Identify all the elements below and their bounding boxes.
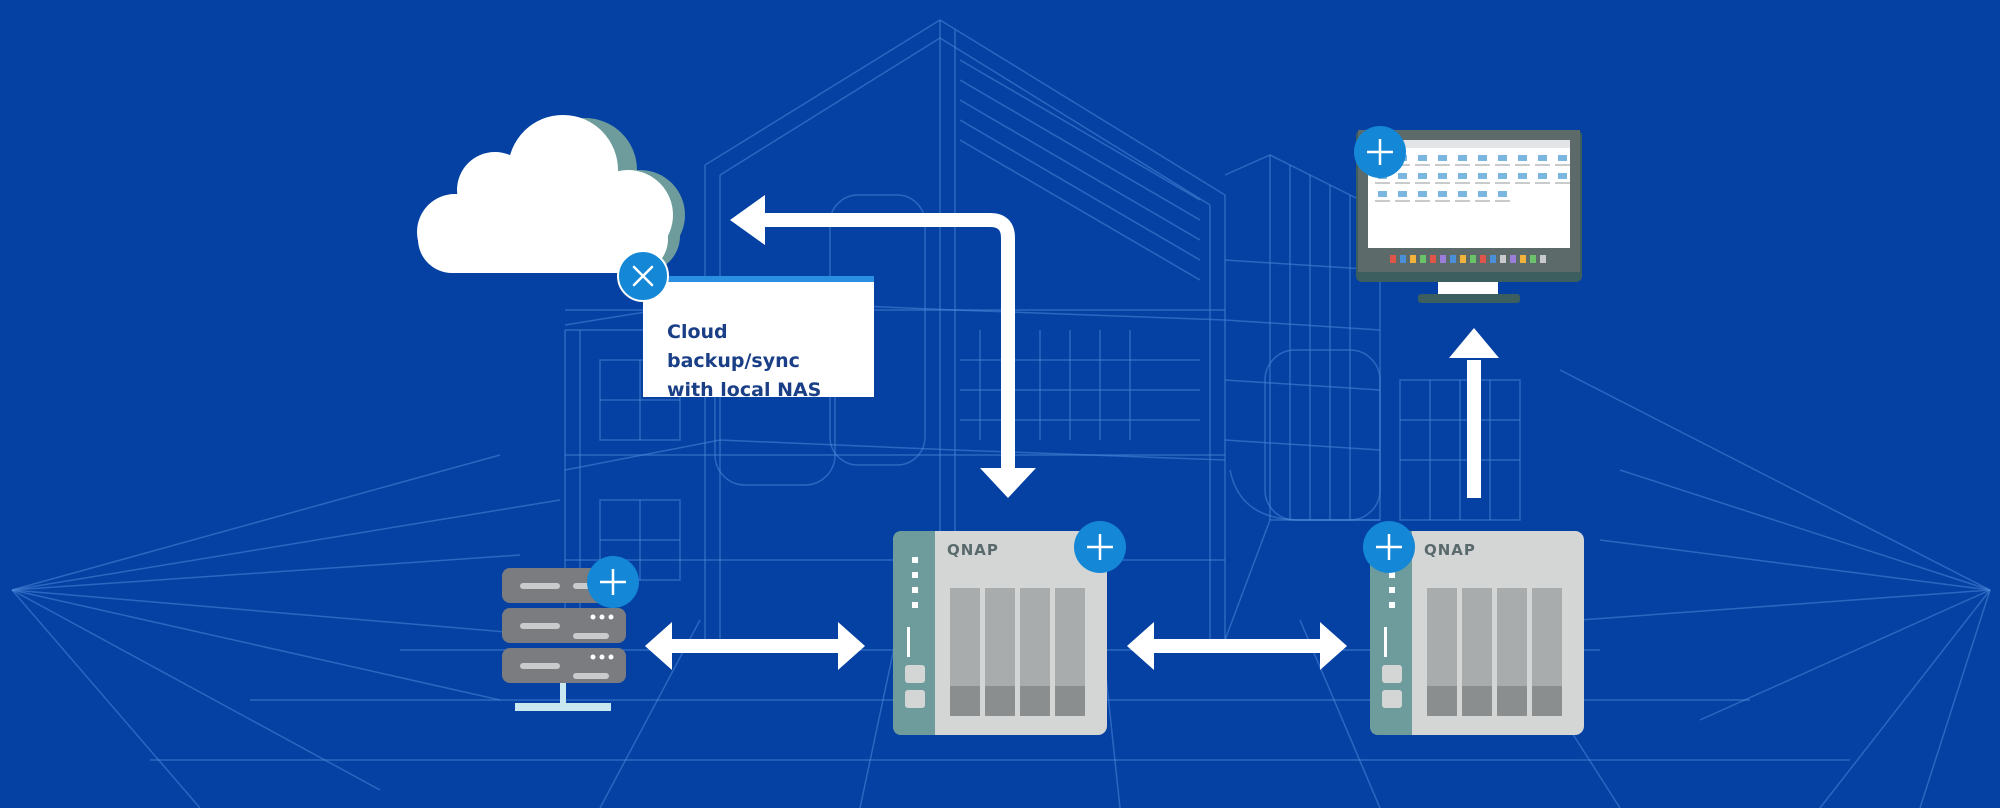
cloud-close-button[interactable] xyxy=(617,250,669,302)
close-icon xyxy=(632,265,654,287)
cloud-backup-tooltip: Cloud backup/sync with local NAS xyxy=(643,276,874,401)
cloud-nas-arrow xyxy=(765,213,1015,470)
server-nas-arrowhead-right xyxy=(838,622,865,670)
monitor-expand-button[interactable] xyxy=(1354,126,1406,178)
nas-monitor-arrowhead-up xyxy=(1449,328,1499,358)
tooltip-line-2: with local NAS xyxy=(667,379,822,401)
nas-right-expand-button[interactable] xyxy=(1363,521,1415,573)
server-nas-arrowhead-left xyxy=(645,622,672,670)
cloud-nas-arrowhead-down xyxy=(980,468,1036,498)
nas-left-brand: QNAP xyxy=(947,541,999,559)
nas-nas-arrowhead-right xyxy=(1320,622,1347,670)
server-expand-button[interactable] xyxy=(587,556,639,608)
nas-nas-arrowhead-left xyxy=(1127,622,1154,670)
plus-icon xyxy=(1087,534,1113,560)
plus-icon xyxy=(600,569,626,595)
cloud-nas-arrowhead-left xyxy=(730,195,765,245)
nas-right-brand: QNAP xyxy=(1424,541,1476,559)
tooltip-line-1: Cloud backup/sync xyxy=(667,321,800,372)
nas-left-expand-button[interactable] xyxy=(1074,521,1126,573)
plus-icon xyxy=(1376,534,1402,560)
plus-icon xyxy=(1367,139,1393,165)
